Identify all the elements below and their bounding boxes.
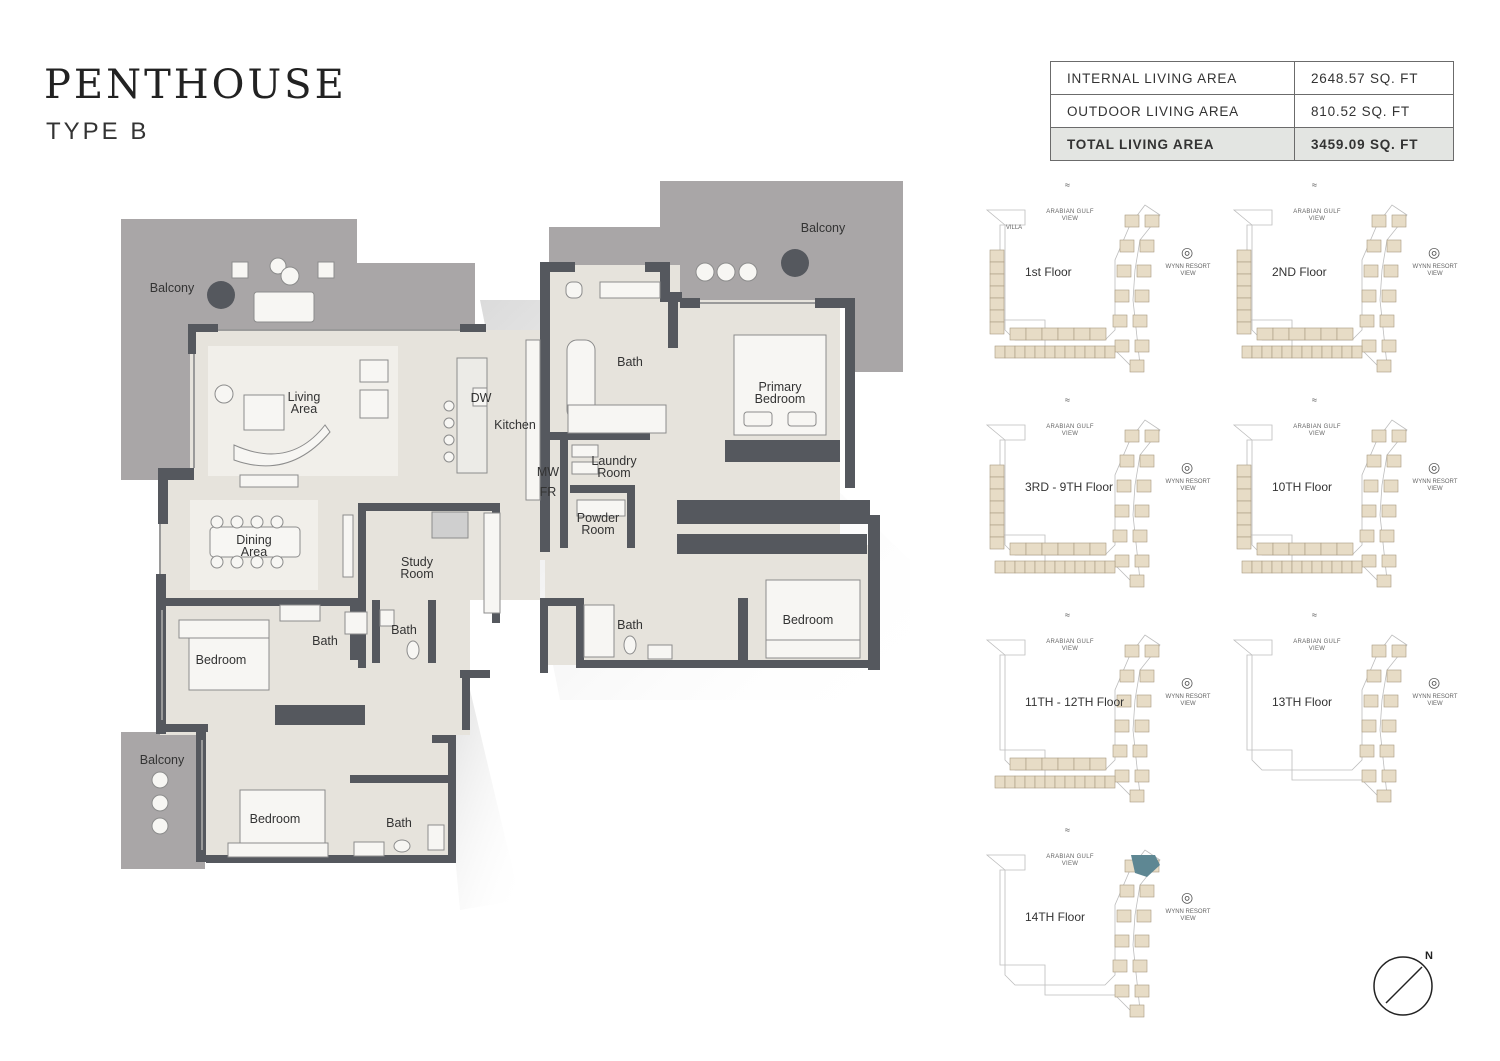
bath-right-label: Bath <box>617 618 643 632</box>
floor-label: 3RD - 9TH Floor <box>1025 480 1114 494</box>
study-label-2: Room <box>400 567 433 581</box>
bedroom-south-label: Bedroom <box>250 812 301 826</box>
key-plan-7: ≈ ARABIAN GULF VIEW 14TH Floor ◎ WYNN RESORT… <box>985 825 1225 1025</box>
key-plan-3: ≈ ARABIAN GULF VIEW 3RD - 9TH Floor ◎ WYNN R… <box>985 395 1225 595</box>
waves-icon: ≈ <box>1312 180 1317 190</box>
sea-view-label: ARABIAN GULF VIEW <box>1293 639 1341 652</box>
area-table: INTERNAL LIVING AREA 2648.57 SQ. FT OUTD… <box>1050 61 1454 161</box>
resort-view-label: WYNN RESORT VIEW <box>1165 694 1211 707</box>
resort-view-label: WYNN RESORT VIEW <box>1165 909 1211 922</box>
bath-top-label: Bath <box>617 355 643 369</box>
resort-icon: ◎ <box>1428 674 1441 690</box>
resort-icon: ◎ <box>1181 459 1194 475</box>
primary-bedroom-label-2: Bedroom <box>755 392 806 406</box>
key-plan-drawing <box>985 634 1161 803</box>
area-row-outdoor: OUTDOOR LIVING AREA 810.52 SQ. FT <box>1050 94 1454 128</box>
compass-icon <box>1373 956 1433 1016</box>
bath-mid2-label: Bath <box>391 623 417 637</box>
room-labels: Balcony Balcony Balcony Living Area Kitc… <box>140 221 846 830</box>
page-subtitle: TYPE B <box>46 118 150 145</box>
key-plan-drawing <box>1232 204 1408 373</box>
key-plan-drawing <box>985 419 1161 588</box>
key-plan-drawing <box>985 204 1161 373</box>
balcony-sw-label: Balcony <box>140 753 185 767</box>
sea-view-label: ARABIAN GULF VIEW <box>1046 854 1094 867</box>
resort-view-label: WYNN RESORT VIEW <box>1412 264 1458 277</box>
dining-label-1: Dining <box>236 533 271 547</box>
furniture <box>151 257 861 858</box>
powder-label-1: Powder <box>577 511 619 525</box>
area-label: TOTAL LIVING AREA <box>1050 127 1295 161</box>
resort-icon: ◎ <box>1428 459 1441 475</box>
floor-label: 2ND Floor <box>1272 265 1327 279</box>
kitchen-label: Kitchen <box>494 418 536 432</box>
waves-icon: ≈ <box>1065 395 1070 405</box>
resort-icon: ◎ <box>1181 244 1194 260</box>
balcony-nw-label: Balcony <box>150 281 195 295</box>
resort-icon: ◎ <box>1181 674 1194 690</box>
floor-label: 11TH - 12TH Floor <box>1025 695 1125 709</box>
key-plan-1: ≈ ARABIAN GULF VIEW 1st Floor ◎ WYNN RESORT … <box>985 180 1225 380</box>
laundry-label-2: Room <box>597 466 630 480</box>
floor-label: 14TH Floor <box>1025 910 1086 924</box>
key-plan-6: ≈ ARABIAN GULF VIEW 13TH Floor ◎ WYNN RESORT… <box>1232 610 1472 810</box>
waves-icon: ≈ <box>1065 825 1070 835</box>
sea-view-label: ARABIAN GULF VIEW <box>1046 209 1094 222</box>
dw-label: DW <box>471 391 492 405</box>
resort-view-label: WYNN RESORT VIEW <box>1165 264 1211 277</box>
area-label: OUTDOOR LIVING AREA <box>1050 94 1295 128</box>
key-plan-drawing <box>985 849 1161 1018</box>
waves-icon: ≈ <box>1312 395 1317 405</box>
compass-north-label: N <box>1425 950 1433 962</box>
glazing <box>159 302 815 850</box>
area-value: 3459.09 SQ. FT <box>1294 127 1454 161</box>
waves-icon: ≈ <box>1312 610 1317 620</box>
planter <box>207 281 235 309</box>
primary-bedroom-label-1: Primary <box>758 380 802 394</box>
sea-view-label: ARABIAN GULF VIEW <box>1046 424 1094 437</box>
resort-view-label: WYNN RESORT VIEW <box>1165 479 1211 492</box>
floor-label: 10TH Floor <box>1272 480 1333 494</box>
sea-view-label: ARABIAN GULF VIEW <box>1293 209 1341 222</box>
key-plan-drawing <box>1232 634 1408 803</box>
resort-icon: ◎ <box>1181 889 1194 905</box>
area-label: INTERNAL LIVING AREA <box>1050 61 1295 95</box>
powder-label-2: Room <box>581 523 614 537</box>
resort-view-label: WYNN RESORT VIEW <box>1412 694 1458 707</box>
area-value: 810.52 SQ. FT <box>1294 94 1454 128</box>
study-label-1: Study <box>401 555 434 569</box>
floor-label: 13TH Floor <box>1272 695 1333 709</box>
key-plan-2: ≈ ARABIAN GULF VIEW 2ND Floor ◎ WYNN RESORT … <box>1232 180 1472 380</box>
laundry-label-1: Laundry <box>591 454 637 468</box>
bedroom-east-label: Bedroom <box>783 613 834 627</box>
dining-label-2: Area <box>241 545 267 559</box>
living-label-1: Living <box>288 390 321 404</box>
area-row-internal: INTERNAL LIVING AREA 2648.57 SQ. FT <box>1050 61 1454 95</box>
bath-bottom-label: Bath <box>386 816 412 830</box>
sea-view-label: ARABIAN GULF VIEW <box>1046 639 1094 652</box>
fr-label: FR <box>540 485 557 499</box>
key-plan-5: ≈ ARABIAN GULF VIEW 11TH - 12TH Floor ◎ WYNN… <box>985 610 1225 810</box>
resort-icon: ◎ <box>1428 244 1441 260</box>
balcony-nw <box>121 219 475 480</box>
bath-mid1-label: Bath <box>312 634 338 648</box>
key-plan-drawing <box>1232 419 1408 588</box>
floor-label: 1st Floor <box>1025 265 1072 279</box>
living-label-2: Area <box>291 402 317 416</box>
resort-view-label: WYNN RESORT VIEW <box>1412 479 1458 492</box>
sea-view-label: ARABIAN GULF VIEW <box>1293 424 1341 437</box>
key-plan-4: ≈ ARABIAN GULF VIEW 10TH Floor ◎ WYNN RESORT… <box>1232 395 1472 595</box>
planter <box>781 249 809 277</box>
waves-icon: ≈ <box>1065 180 1070 190</box>
balcony-ne-label: Balcony <box>801 221 846 235</box>
area-row-total: TOTAL LIVING AREA 3459.09 SQ. FT <box>1050 127 1454 161</box>
villa-label: VILLA <box>1005 225 1023 231</box>
mw-label: MW <box>537 465 559 479</box>
waves-icon: ≈ <box>1065 610 1070 620</box>
page-title: PENTHOUSE <box>44 62 347 108</box>
bedroom-west-label: Bedroom <box>196 653 247 667</box>
